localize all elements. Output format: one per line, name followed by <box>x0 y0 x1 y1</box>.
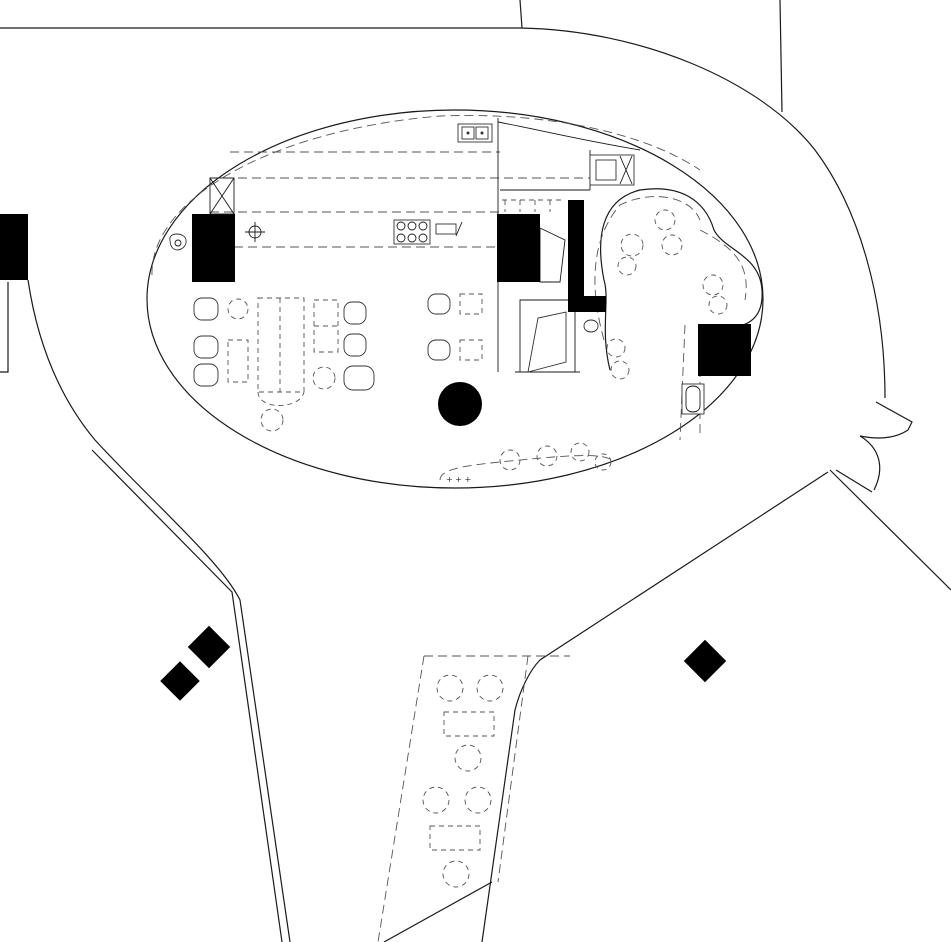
chair-icon <box>193 297 219 321</box>
chair-icon <box>427 293 451 315</box>
chair-icon <box>343 301 367 325</box>
table-icon <box>257 297 305 393</box>
tree-icon <box>422 786 450 814</box>
table-icon <box>459 339 483 361</box>
table-icon <box>443 711 495 737</box>
washbasin-icon <box>169 233 187 251</box>
column-icon <box>187 625 231 669</box>
hall-bottom-planter: + + + <box>439 442 613 484</box>
chair-icon <box>193 363 219 387</box>
tree-icon <box>442 860 470 888</box>
column-icon <box>0 214 28 280</box>
tree-icon <box>476 674 504 702</box>
tree-icon <box>464 786 492 814</box>
column-icon <box>568 200 584 310</box>
chair-icon <box>343 333 367 357</box>
elliptical-hall <box>146 109 764 489</box>
washbasin-icon <box>583 319 599 333</box>
tree-icon <box>227 298 249 320</box>
column-icon <box>192 214 235 282</box>
bathtub-icon <box>589 154 635 186</box>
fixtures <box>169 123 705 415</box>
plus-marks: + + + <box>446 475 471 484</box>
sink-icon <box>457 123 493 143</box>
tree-icon <box>454 744 482 772</box>
column-icon <box>497 214 540 282</box>
planting-bed <box>594 188 763 441</box>
shaft-box <box>209 177 235 215</box>
chair-icon <box>427 339 451 361</box>
chair-icon <box>193 335 219 359</box>
column-icon <box>568 296 606 312</box>
stove-icon <box>393 219 463 245</box>
column-icon <box>683 639 727 683</box>
table-icon <box>459 293 483 315</box>
terrace <box>377 655 570 942</box>
round-column-icon <box>438 382 482 426</box>
compass-icon <box>245 222 265 242</box>
lounge-middle <box>427 293 483 361</box>
tree-icon <box>312 366 336 390</box>
chair-icon <box>343 365 375 391</box>
tree-icon <box>436 674 464 702</box>
lounge-left <box>193 297 375 432</box>
washbasin-icon <box>681 383 705 415</box>
column-icon <box>698 324 751 376</box>
table-icon <box>429 825 481 851</box>
table-icon <box>227 339 249 383</box>
tree-icon <box>260 408 284 432</box>
column-icon <box>160 661 200 701</box>
